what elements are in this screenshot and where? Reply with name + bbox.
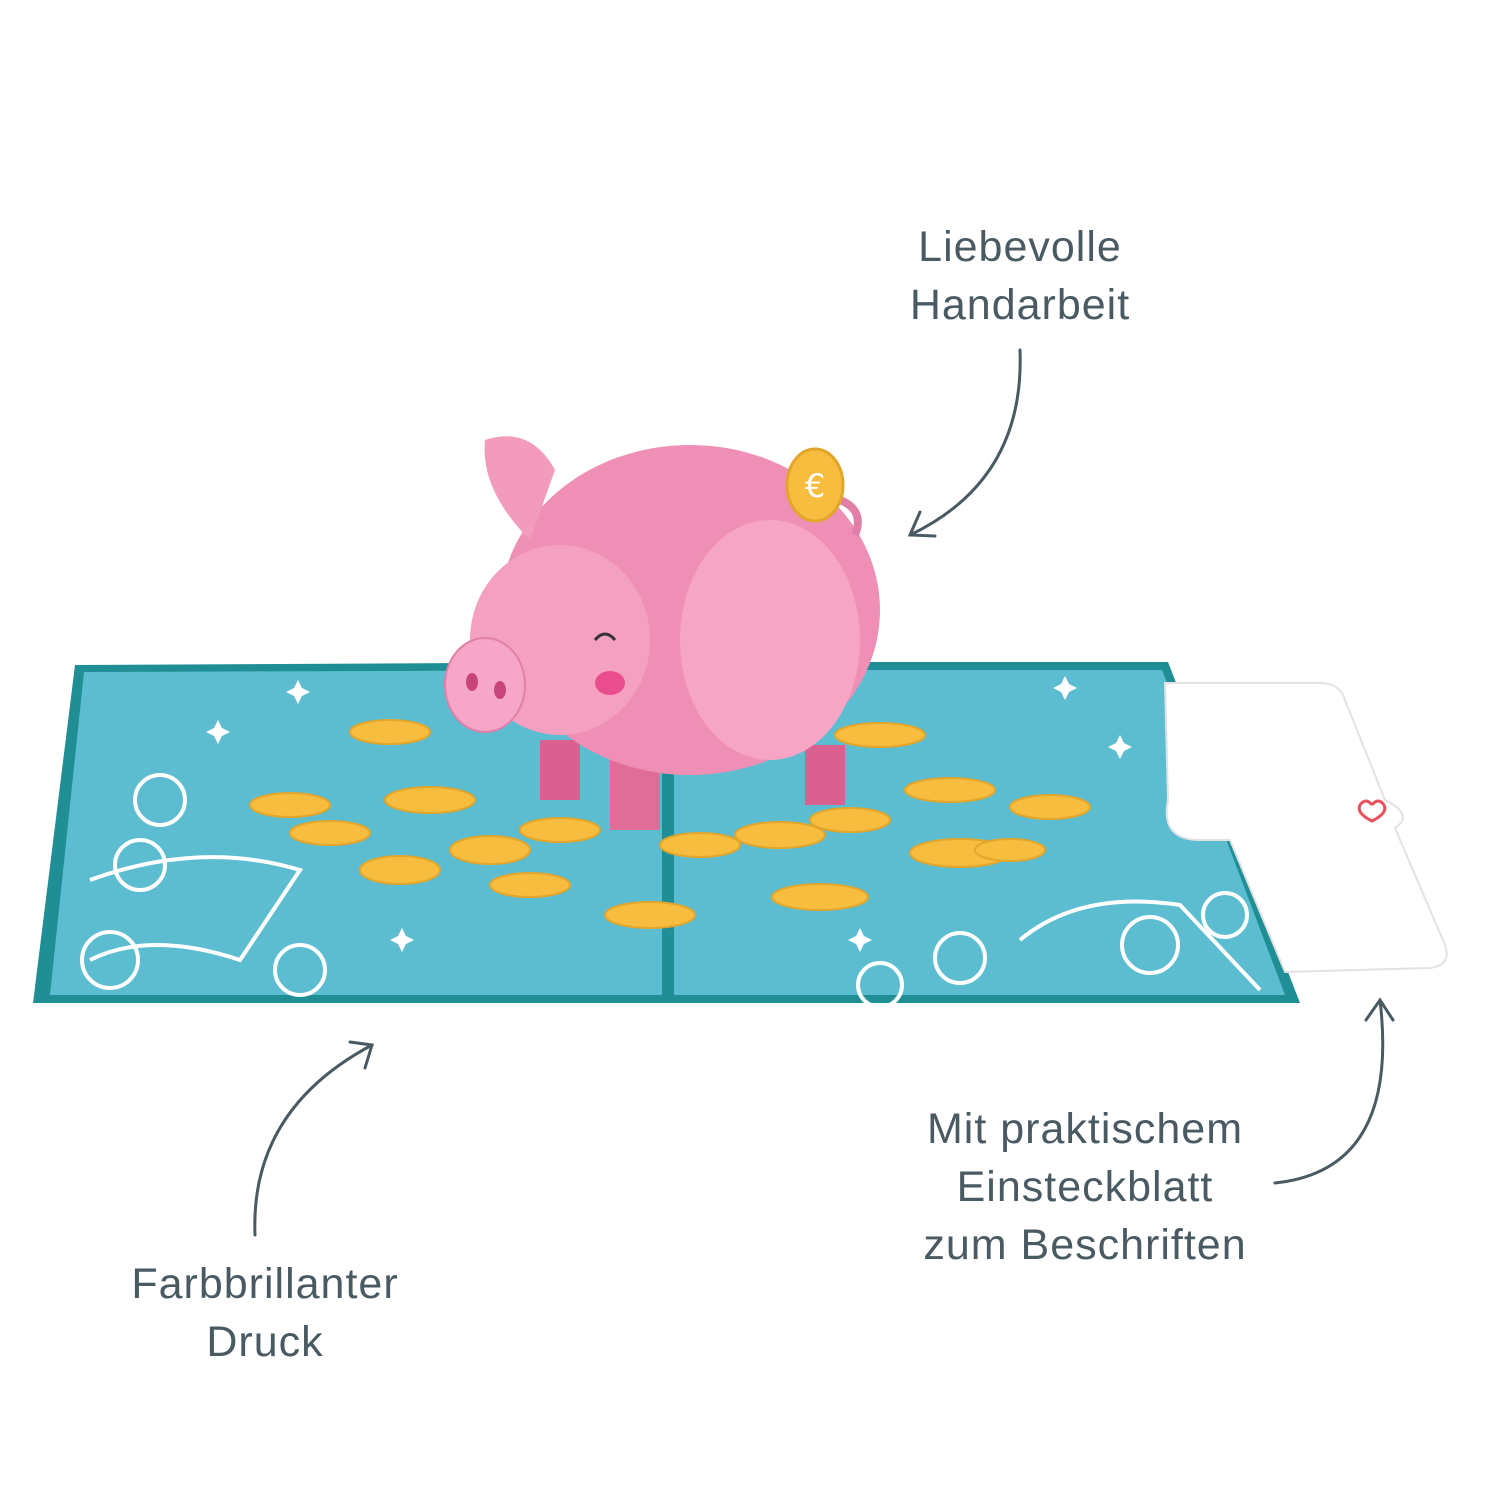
piggy-bank: € (444, 436, 880, 830)
annotation-line: Mit praktischem (926, 1105, 1244, 1153)
heart-icon (1357, 799, 1387, 823)
annotation-line: Einsteckblatt (956, 1163, 1214, 1211)
sparkle-icon (206, 676, 1132, 952)
annotation-line: Liebevolle (918, 223, 1122, 271)
annotation-line: Druck (206, 1318, 324, 1366)
annotation-line: zum Beschriften (923, 1221, 1247, 1269)
coins (249, 719, 1091, 929)
money-pattern (80, 773, 1262, 1009)
annotation-line: Farbbrillanter (131, 1260, 399, 1308)
annotation-print: Farbbrillanter Druck (90, 1255, 440, 1371)
annotation-insert: Mit praktischem Einsteckblatt zum Beschr… (895, 1100, 1275, 1274)
insert-sheet (1163, 682, 1448, 974)
annotation-line: Handarbeit (909, 281, 1131, 329)
euro-coin-icon: € (785, 447, 845, 523)
arrow-icon (253, 348, 1395, 1237)
annotation-handmade: Liebevolle Handarbeit (860, 218, 1180, 334)
svg-text:€: € (805, 467, 825, 505)
